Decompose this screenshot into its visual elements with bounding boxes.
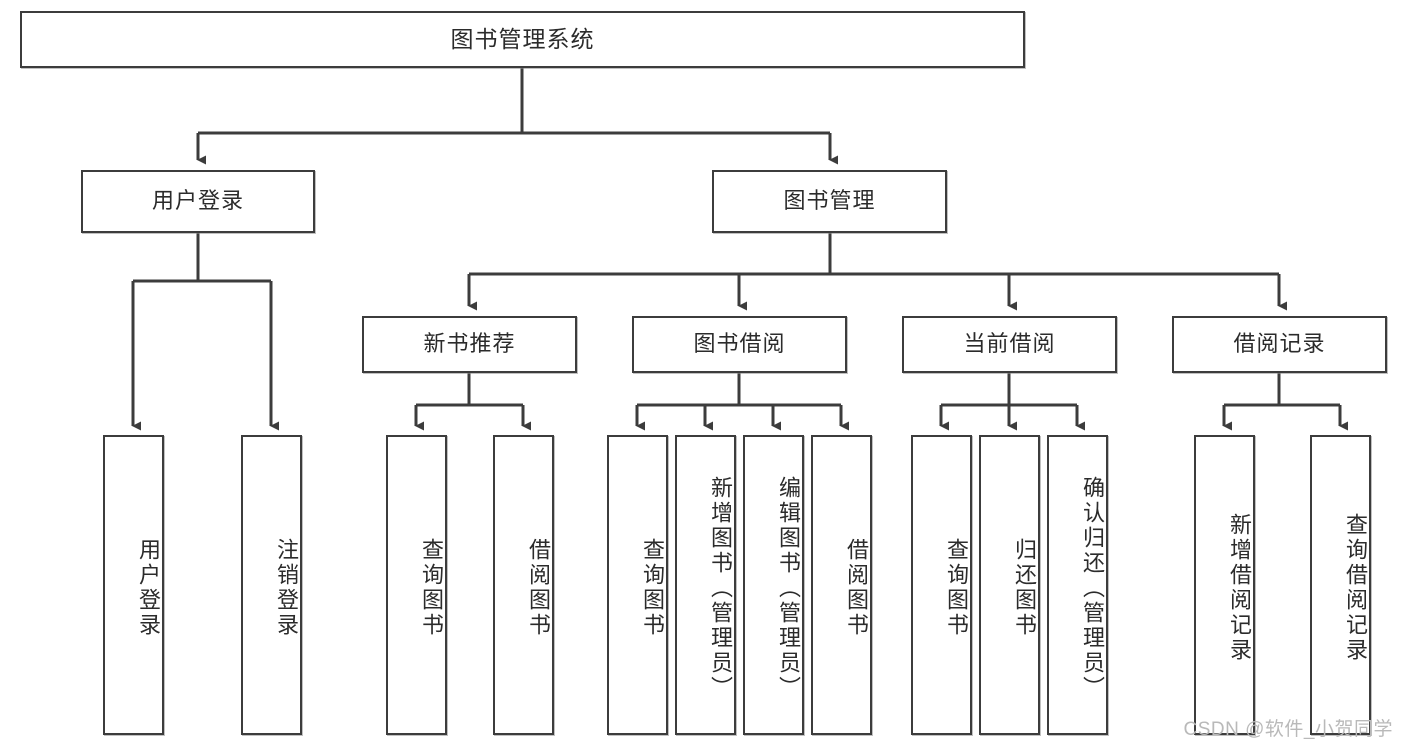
- node-label: 借阅记录: [1233, 331, 1326, 357]
- node-label: 查询借阅记录: [1343, 513, 1368, 663]
- node-label: 图书借阅: [693, 331, 786, 357]
- leaf-return-book[interactable]: 归还图书: [979, 435, 1040, 735]
- node-label: 注销登录: [274, 538, 299, 638]
- leaf-borrow-book-new-book[interactable]: 借阅图书: [493, 435, 554, 735]
- node-label: 当前借阅: [963, 331, 1056, 357]
- node-label: 查询图书: [640, 538, 665, 638]
- leaf-borrow-book[interactable]: 借阅图书: [811, 435, 872, 735]
- node-label: 图书管理系统: [450, 25, 595, 52]
- node-book-management[interactable]: 图书管理: [712, 170, 947, 233]
- node-current-borrowing[interactable]: 当前借阅: [902, 316, 1117, 373]
- node-label: 新增图书（管理员）: [708, 475, 733, 701]
- node-label: 图书管理: [783, 188, 876, 214]
- watermark: CSDN @软件_小贺同学: [1183, 719, 1393, 740]
- node-user-login[interactable]: 用户登录: [81, 170, 315, 233]
- leaf-query-book-new-book[interactable]: 查询图书: [386, 435, 447, 735]
- node-label: 新增借阅记录: [1227, 513, 1252, 663]
- leaf-confirm-return-admin[interactable]: 确认归还（管理员）: [1047, 435, 1108, 735]
- node-label: 查询图书: [419, 538, 444, 638]
- node-root-book-management-system[interactable]: 图书管理系统: [20, 11, 1025, 68]
- node-label: 借阅图书: [844, 538, 869, 638]
- node-label: 编辑图书（管理员）: [776, 475, 801, 701]
- node-book-borrowing[interactable]: 图书借阅: [632, 316, 847, 373]
- node-label: 查询图书: [944, 538, 969, 638]
- leaf-logout-login[interactable]: 注销登录: [241, 435, 302, 735]
- leaf-query-borrow-record[interactable]: 查询借阅记录: [1310, 435, 1371, 735]
- leaf-query-book-borrow[interactable]: 查询图书: [607, 435, 668, 735]
- node-label: 借阅图书: [526, 538, 551, 638]
- node-label: 用户登录: [151, 188, 244, 214]
- leaf-edit-book-admin[interactable]: 编辑图书（管理员）: [743, 435, 804, 735]
- node-new-book-recommendation[interactable]: 新书推荐: [362, 316, 577, 373]
- node-label: 归还图书: [1012, 538, 1037, 638]
- node-label: 新书推荐: [423, 331, 516, 357]
- node-label: 确认归还（管理员）: [1080, 475, 1105, 701]
- node-borrowing-records[interactable]: 借阅记录: [1172, 316, 1387, 373]
- node-label: 用户登录: [136, 538, 161, 638]
- leaf-add-borrow-record[interactable]: 新增借阅记录: [1194, 435, 1255, 735]
- leaf-user-login[interactable]: 用户登录: [103, 435, 164, 735]
- leaf-query-book-current[interactable]: 查询图书: [911, 435, 972, 735]
- leaf-add-book-admin[interactable]: 新增图书（管理员）: [675, 435, 736, 735]
